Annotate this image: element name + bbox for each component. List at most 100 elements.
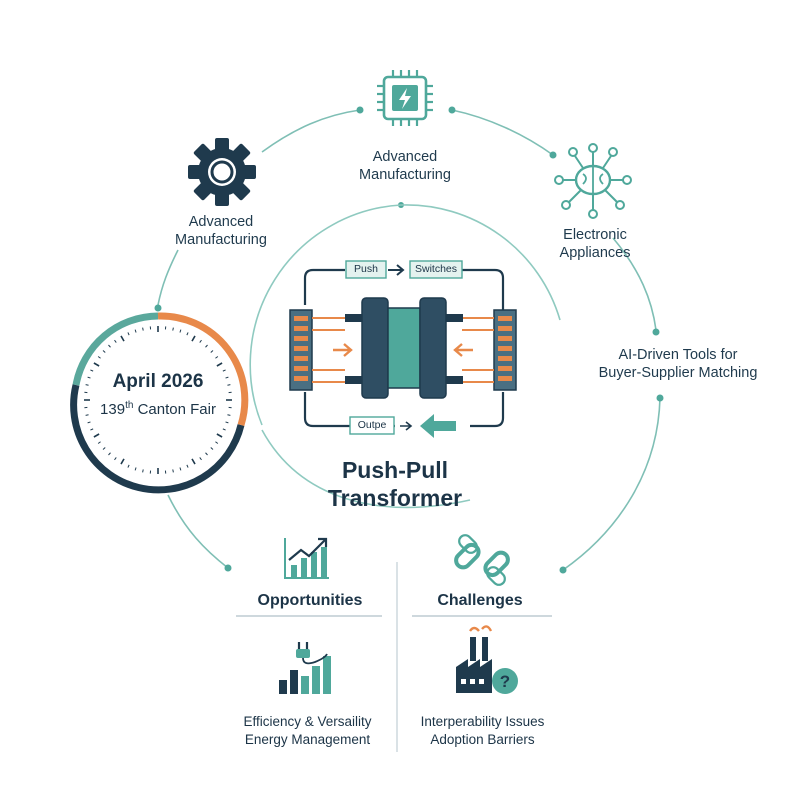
dial-tick	[87, 421, 91, 424]
arc-top-to-right	[451, 109, 554, 156]
dial-tick	[199, 339, 202, 343]
arc-clock-to-opportunities	[167, 494, 229, 569]
dial-tick	[114, 457, 117, 461]
core-center	[387, 307, 421, 389]
dial-face	[74, 316, 242, 484]
dial-tick	[172, 469, 174, 473]
dial-tick	[97, 441, 101, 444]
edition-name: Canton Fair	[133, 400, 216, 418]
dial-tick	[222, 428, 226, 431]
core-terminals	[345, 314, 463, 384]
dial-tick	[199, 457, 202, 461]
diagram-title: Push-Pull Transformer	[300, 456, 490, 512]
dial-tick	[186, 464, 189, 468]
core-right-block	[419, 297, 447, 399]
gear-icon	[188, 138, 256, 206]
dial-tick	[215, 356, 219, 359]
push-arrow-icon	[388, 264, 405, 276]
switches-box	[409, 260, 463, 279]
inner-ring-arc	[249, 204, 561, 426]
opportunities-line2: Energy Management	[244, 732, 371, 748]
challenges-heading: Challenges	[437, 592, 523, 609]
dial-tick	[93, 433, 100, 438]
top-node-label: Advanced Manufacturing	[330, 148, 480, 184]
dot	[448, 106, 456, 114]
dial-tick	[210, 447, 214, 450]
switches-label: Switches	[414, 263, 457, 275]
inner-ring-arc-lower	[261, 429, 471, 509]
push-label: Push	[354, 263, 378, 275]
dial-tick	[134, 329, 137, 333]
arc-end-dots	[154, 106, 664, 574]
dial-tick	[90, 428, 94, 431]
dial-tick	[97, 356, 101, 359]
edition-number: 139	[100, 400, 126, 418]
dial-tick	[179, 329, 182, 333]
dot	[356, 106, 364, 114]
left-node-label: Advanced Manufacturing	[146, 213, 296, 249]
right-coil-leads	[462, 317, 494, 383]
dot	[154, 304, 162, 312]
challenges-text: Interperability Issues Adoption Barriers	[400, 713, 565, 749]
ai-tools-line1: AI-Driven Tools for	[618, 347, 738, 363]
dot	[549, 151, 557, 159]
dial-ticks	[84, 326, 232, 474]
energy-plug-bars-icon	[279, 642, 331, 694]
output-big-arrow-icon	[420, 414, 456, 438]
left-node-line1: Advanced	[188, 214, 254, 230]
dial-tick	[85, 414, 89, 416]
opportunities-heading: Opportunities	[257, 592, 363, 609]
dot	[656, 394, 664, 402]
dial-tick	[225, 376, 229, 379]
left-inflow-arrow-icon	[333, 343, 353, 357]
right-coil-windings	[498, 316, 512, 381]
arc-ai-to-challenges	[562, 397, 661, 571]
left-coil-leads	[312, 317, 345, 383]
broken-link-icon	[454, 534, 510, 586]
left-node-line2: Manufacturing	[175, 232, 267, 249]
edition-suffix: th	[125, 399, 134, 411]
right-node-label: Electronic Appliances	[530, 226, 660, 262]
event-dial	[70, 312, 249, 494]
dial-arc-teal	[72, 312, 159, 386]
opportunities-line1: Efficiency & Versaility	[243, 714, 372, 729]
dial-arc-navy	[70, 384, 245, 494]
core-left-block	[361, 297, 389, 399]
dial-tick	[120, 458, 125, 465]
dial-tick	[108, 452, 111, 456]
dial-tick	[225, 421, 229, 424]
dial-tick	[216, 433, 223, 438]
top-node-line2: Manufacturing	[359, 167, 451, 184]
dial-tick	[142, 469, 144, 473]
dial-tick	[191, 458, 196, 465]
brain-circuit-icon	[554, 143, 632, 219]
arc-left-to-top	[261, 109, 361, 153]
dial-tick	[120, 335, 125, 342]
dial-tick	[127, 332, 130, 336]
dial-tick	[179, 467, 182, 471]
dial-tick	[227, 384, 231, 386]
dial-tick	[215, 441, 219, 444]
right-node-line1: Electronic	[563, 227, 627, 243]
dial-tick	[216, 362, 223, 367]
dot	[559, 566, 567, 574]
circuit-loop	[303, 268, 505, 428]
title-line1: Push-Pull	[341, 457, 449, 483]
microchip-lightning-icon	[377, 70, 433, 126]
dial-tick	[222, 369, 226, 372]
ai-tools-label: AI-Driven Tools for Buyer-Supplier Match…	[578, 346, 778, 382]
dial-tick	[114, 339, 117, 343]
event-date: April 2026	[112, 371, 204, 392]
outer-cycle-arcs	[157, 109, 661, 571]
challenges-line1: Interperability Issues	[420, 714, 545, 729]
dial-tick	[205, 344, 208, 348]
arc-right-to-ai	[612, 237, 657, 331]
ai-tools-line2: Buyer-Supplier Matching	[598, 365, 758, 382]
dial-arc-orange	[157, 312, 249, 427]
dial-tick	[102, 447, 106, 450]
dial-tick	[210, 350, 214, 353]
transformer-illustration	[289, 260, 517, 438]
dial-tick	[172, 327, 174, 331]
dial-tick	[85, 384, 89, 386]
dot	[652, 328, 660, 336]
